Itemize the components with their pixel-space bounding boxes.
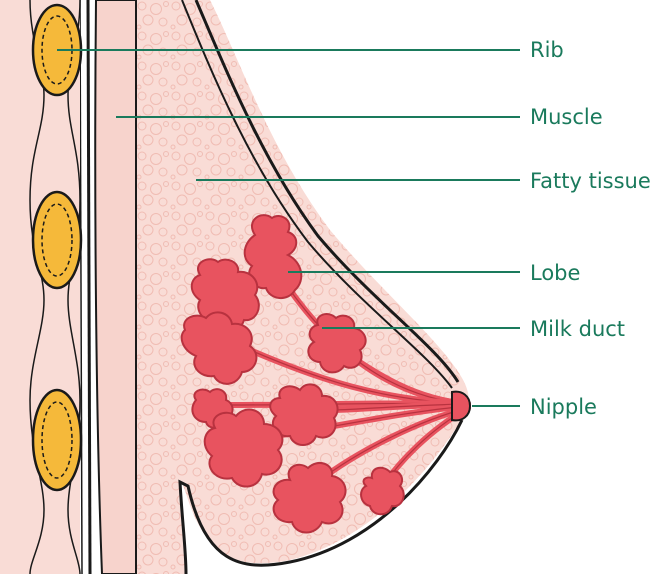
chest-wall-background bbox=[0, 0, 30, 574]
rib-2 bbox=[33, 192, 81, 288]
nipple-shape bbox=[452, 392, 470, 421]
label-fatty-tissue: Fatty tissue bbox=[530, 169, 651, 193]
label-rib: Rib bbox=[530, 38, 564, 62]
labels: Rib Muscle Fatty tissue Lobe Milk duct N… bbox=[530, 38, 651, 419]
label-lobe: Lobe bbox=[530, 261, 580, 285]
muscle-layer bbox=[95, 0, 136, 574]
label-nipple: Nipple bbox=[530, 395, 597, 419]
label-milk-duct: Milk duct bbox=[530, 317, 625, 341]
label-muscle: Muscle bbox=[530, 105, 603, 129]
muscle-edge-line bbox=[88, 0, 90, 574]
muscle-inner-line bbox=[80, 0, 82, 574]
rib-3 bbox=[33, 390, 81, 490]
